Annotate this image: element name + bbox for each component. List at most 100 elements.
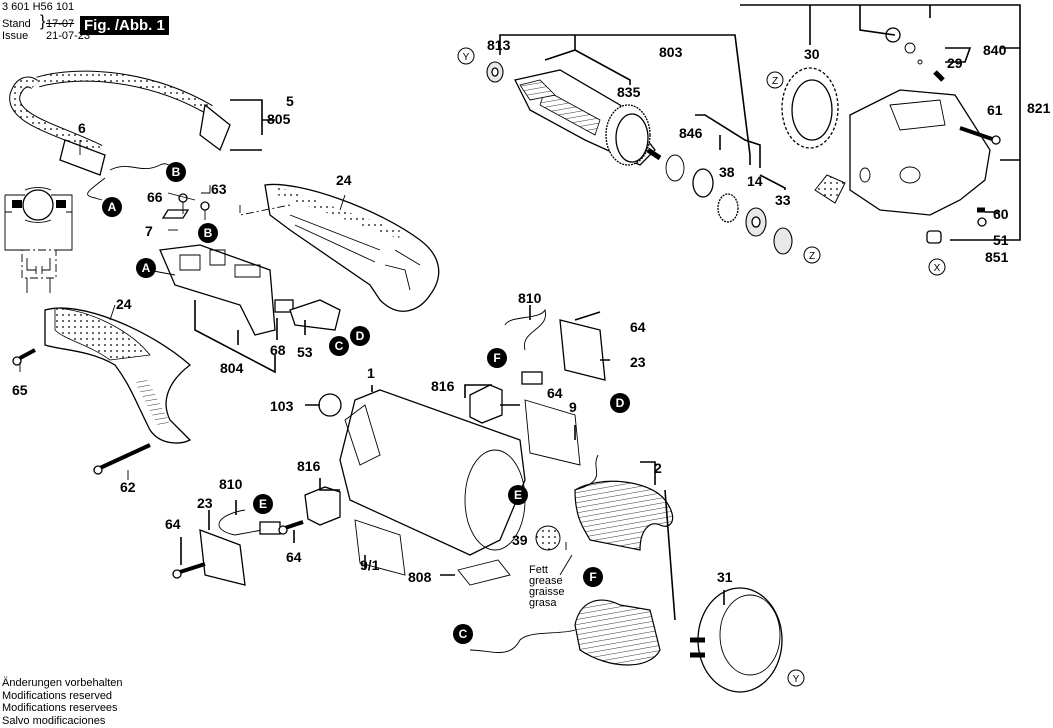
label-23-lower: 23 (197, 495, 213, 511)
stand-label: Stand (2, 18, 31, 30)
label-51: 51 (993, 232, 1009, 248)
ref-x: X (928, 258, 946, 276)
footer-notes: Änderungen vorbehalten Modifications res… (2, 677, 122, 727)
marker-c-upper: C (329, 336, 349, 356)
label-64-lower: 64 (286, 549, 302, 565)
svg-text:F: F (589, 570, 596, 584)
marker-e-left: E (253, 494, 273, 514)
power-cord (9, 70, 231, 201)
field-winding (469, 454, 674, 666)
leader-lines (19, 4, 1021, 621)
marker-e-right: E (508, 485, 528, 505)
svg-text:A: A (108, 200, 117, 214)
ref-y-bottom: Y (787, 669, 805, 687)
svg-text:E: E (259, 497, 267, 511)
label-810-lower: 810 (219, 476, 243, 492)
label-38: 38 (719, 164, 735, 180)
footer-line: Salvo modificaciones (2, 714, 106, 727)
rear-cover (690, 587, 783, 693)
label-62: 62 (120, 479, 136, 495)
switch-carrier (159, 193, 341, 336)
part-number: 3 601 H56 101 (2, 1, 75, 13)
armature (486, 61, 662, 166)
label-851: 851 (985, 249, 1009, 265)
label-14: 14 (747, 173, 763, 189)
label-9: 9 (569, 399, 577, 415)
bevel-gear (781, 67, 839, 149)
label-66: 66 (147, 189, 163, 205)
label-805: 805 (267, 111, 291, 127)
label-65: 65 (12, 382, 28, 398)
svg-text:grasa: grasa (529, 597, 557, 609)
brace: } (40, 13, 46, 30)
svg-text:D: D (356, 329, 365, 343)
footer-line: Modifications reservees (2, 702, 118, 714)
label-60: 60 (993, 206, 1009, 222)
marker-a-upper: A (102, 197, 122, 217)
label-64-left: 64 (165, 516, 181, 532)
label-1: 1 (367, 365, 375, 381)
label-31: 31 (717, 569, 733, 585)
figure-label: Fig. /Abb. 1 (80, 16, 169, 35)
marker-c-lower: C (453, 624, 473, 644)
grease-note: Fett grease graisse grasa (529, 564, 564, 609)
label-63: 63 (211, 181, 227, 197)
footer-line: Änderungen vorbehalten (2, 677, 123, 689)
svg-text:B: B (204, 226, 213, 240)
marker-a-lower: A (136, 258, 156, 278)
label-68: 68 (270, 342, 286, 358)
label-64-mid: 64 (547, 385, 563, 401)
marker-b-lower: B (198, 223, 218, 243)
label-821: 821 (1027, 100, 1051, 116)
label-30: 30 (804, 46, 820, 62)
svg-text:Y: Y (463, 52, 470, 63)
label-5: 5 (286, 93, 294, 109)
label-804: 804 (220, 360, 244, 376)
svg-text:Fett: Fett (529, 564, 548, 576)
svg-text:B: B (172, 165, 181, 179)
ref-z-bearing: Z (803, 246, 821, 264)
svg-text:X: X (934, 263, 941, 274)
label-835: 835 (617, 84, 641, 100)
label-33: 33 (775, 192, 791, 208)
svg-text:graisse: graisse (529, 586, 564, 598)
bearing-parts (665, 154, 793, 255)
label-2: 2 (654, 460, 662, 476)
old-date: 17-07 (46, 18, 75, 30)
svg-text:Z: Z (772, 76, 778, 87)
svg-text:C: C (335, 339, 344, 353)
footer-line: Modifications reserved (2, 689, 113, 702)
label-24-upper: 24 (336, 172, 352, 188)
svg-text:grease: grease (529, 575, 563, 587)
label-7: 7 (145, 223, 153, 239)
ref-y-top: Y (457, 47, 475, 65)
rear-handle-upper (264, 183, 440, 312)
label-9-1: 9/1 (360, 557, 380, 573)
svg-text:Z: Z (809, 251, 815, 262)
marker-b-upper: B (166, 162, 186, 182)
label-29: 29 (947, 55, 963, 71)
issue-date: 21-07-23 (46, 30, 91, 42)
label-816-lower: 816 (297, 458, 321, 474)
marker-d-upper: D (350, 326, 370, 346)
label-840: 840 (983, 42, 1007, 58)
label-53: 53 (297, 344, 313, 360)
label-24-lower: 24 (116, 296, 132, 312)
label-64-upper: 64 (630, 319, 646, 335)
brush-holder-upper (469, 308, 606, 466)
label-61: 61 (987, 102, 1003, 118)
ref-z-gear: Z (766, 71, 784, 89)
label-39: 39 (512, 532, 528, 548)
rear-handle-lower (12, 307, 192, 475)
label-810-upper: 810 (518, 290, 542, 306)
label-6: 6 (78, 120, 86, 136)
label-808: 808 (408, 569, 432, 585)
svg-text:C: C (459, 627, 468, 641)
svg-text:A: A (142, 261, 151, 275)
label-846: 846 (679, 125, 703, 141)
svg-text:E: E (514, 488, 522, 502)
marker-d-lower: D (610, 393, 630, 413)
svg-text:Y: Y (793, 674, 800, 685)
marker-f-upper: F (487, 348, 507, 368)
